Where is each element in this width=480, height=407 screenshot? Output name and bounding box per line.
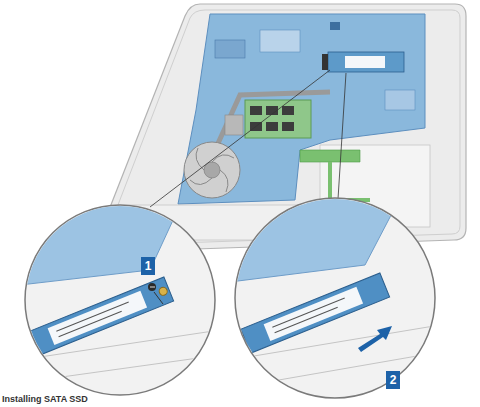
zoom-circle-left-part-part-part <box>48 291 147 345</box>
ssd-small-part <box>328 52 404 72</box>
lift-arrow <box>358 326 392 352</box>
lift-arrow-part <box>358 326 392 352</box>
zoom-circle-left-part-part-part <box>20 335 34 358</box>
leader-lines <box>150 70 346 207</box>
screw <box>148 283 163 304</box>
memory-module-part <box>266 122 278 131</box>
zoom-circle-right-part-part-part <box>236 331 250 354</box>
heat-pipe <box>215 92 330 150</box>
cooling-fan <box>184 142 240 198</box>
callout-number: 2 <box>386 371 400 389</box>
memory-module-part <box>245 100 311 138</box>
laptop-base-part <box>106 10 460 245</box>
callout-number: 1 <box>141 257 155 275</box>
zoom-circle-left-part <box>19 205 220 380</box>
zoom-circle-right <box>230 198 440 398</box>
zoom-circle-right-part-part <box>250 352 440 385</box>
heat-pipe-part <box>215 92 330 150</box>
ssd-small-part <box>322 54 328 70</box>
memory-module-part <box>282 106 294 115</box>
motherboard-part <box>260 30 300 52</box>
leader-lines-part <box>150 70 330 207</box>
memory-module-part <box>282 122 294 131</box>
lower-chassis-parts-part <box>330 162 370 200</box>
leader-lines-part <box>338 73 346 199</box>
ssd-small-part <box>345 56 385 68</box>
zoom-circle-left-part-part-part <box>158 286 168 296</box>
lower-chassis-parts-part <box>300 150 360 162</box>
zoom-circle-right-part-part-part <box>275 307 338 332</box>
zoom-circle-left-part-part <box>19 277 173 360</box>
zoom-circle-left-part-part-part <box>59 311 122 336</box>
zoom-circle-right-part-part <box>230 198 400 282</box>
zoom-circle-right-part-part-part <box>241 273 390 353</box>
zoom-circle-right-part-part-part <box>264 287 363 341</box>
screw-part <box>148 283 156 291</box>
zoom-circle-left-part-part-part <box>56 302 128 331</box>
heat-pipe-part <box>225 115 243 135</box>
motherboard-part <box>215 40 245 58</box>
screw-part <box>154 292 163 304</box>
screw-part <box>150 287 155 288</box>
figure-caption: Installing SATA SSD <box>2 394 88 404</box>
zoom-circle-right-part <box>230 198 440 385</box>
zoom-circle-left-part-part-part <box>25 277 174 357</box>
zoom-circle-left <box>19 205 220 395</box>
zoom-circle-left-part-part <box>20 205 180 285</box>
motherboard-part <box>330 22 340 30</box>
ssd-small <box>322 52 404 72</box>
memory-module-part <box>250 106 262 115</box>
zoom-circle-right-part-part-part <box>272 298 344 327</box>
cooling-fan-part <box>184 142 240 198</box>
cooling-fan-part <box>190 148 234 192</box>
memory-module <box>245 100 311 138</box>
zoom-circle-left-part-part <box>40 355 220 380</box>
motherboard-part <box>385 90 415 110</box>
